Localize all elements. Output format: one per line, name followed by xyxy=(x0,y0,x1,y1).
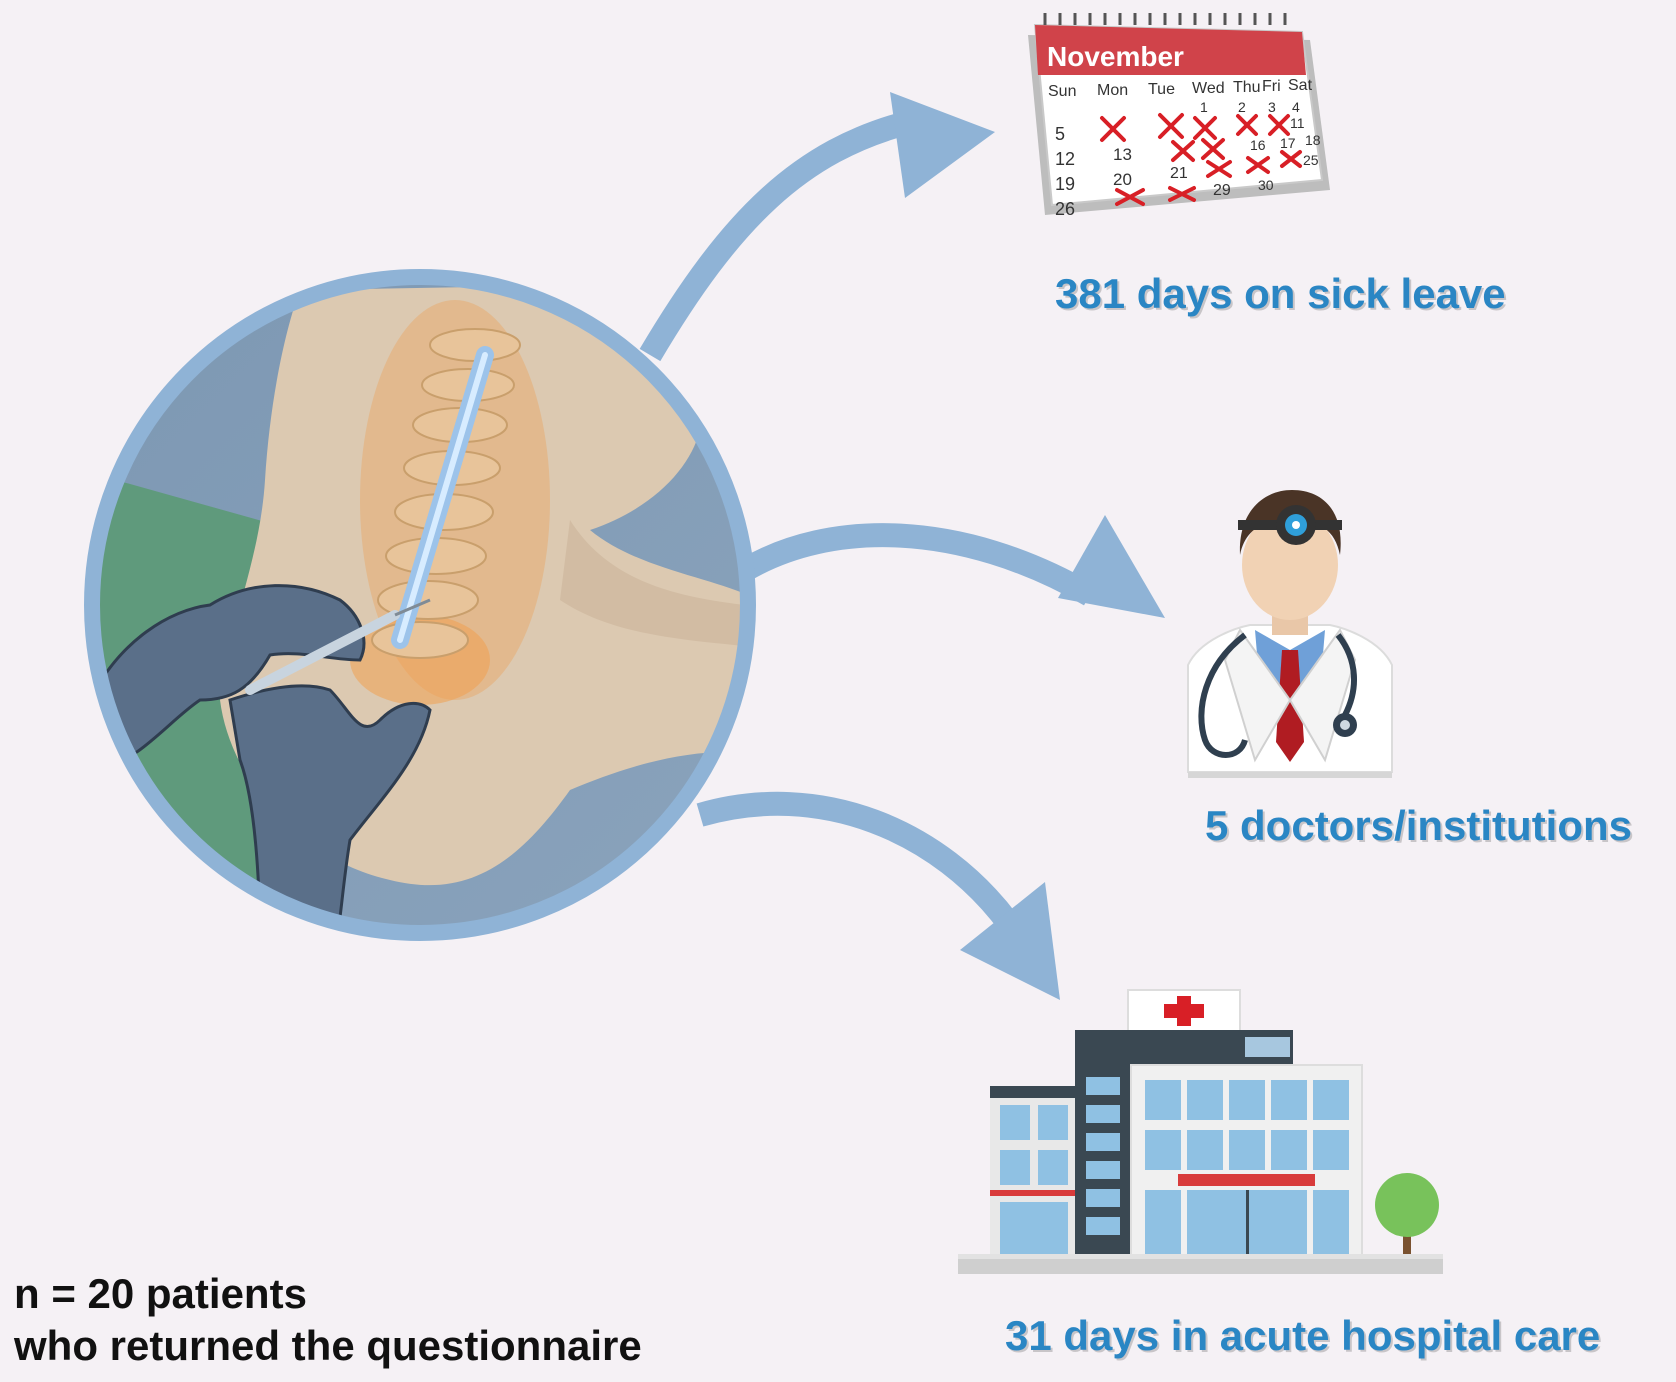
calendar-weekday: Tue xyxy=(1148,81,1175,98)
svg-text:30: 30 xyxy=(1258,177,1274,193)
svg-text:16: 16 xyxy=(1250,137,1266,153)
lumbar-injection-illustration xyxy=(84,269,756,941)
svg-text:29: 29 xyxy=(1213,182,1231,199)
sick-leave-label: 381 days on sick leave xyxy=(1055,270,1506,317)
svg-text:20: 20 xyxy=(1113,170,1132,189)
svg-text:12: 12 xyxy=(1055,149,1075,169)
svg-text:3: 3 xyxy=(1268,99,1276,115)
calendar-weekday: Mon xyxy=(1097,82,1128,99)
svg-text:5: 5 xyxy=(1055,124,1065,144)
sample-description-label: who returned the questionnaire xyxy=(14,1322,642,1369)
svg-text:26: 26 xyxy=(1055,199,1075,219)
svg-text:4: 4 xyxy=(1292,99,1300,115)
calendar-weekday: Wed xyxy=(1192,80,1225,97)
hospital-care-label: 31 days in acute hospital care xyxy=(1005,1312,1601,1359)
calendar-weekday: Fri xyxy=(1262,78,1281,95)
calendar-month: November xyxy=(1047,41,1184,72)
doctors-label: 5 doctors/institutions xyxy=(1205,802,1633,849)
svg-text:13: 13 xyxy=(1113,145,1132,164)
svg-text:19: 19 xyxy=(1055,174,1075,194)
calendar-weekday: Sat xyxy=(1288,77,1313,94)
svg-text:2: 2 xyxy=(1238,99,1246,115)
svg-text:11: 11 xyxy=(1290,115,1305,131)
doctor-icon xyxy=(1187,490,1393,778)
sample-size-label: n = 20 patients xyxy=(14,1270,307,1317)
hospital-icon xyxy=(958,989,1443,1274)
svg-text:1: 1 xyxy=(1200,99,1208,115)
svg-text:17: 17 xyxy=(1280,135,1296,151)
svg-text:25: 25 xyxy=(1303,152,1319,168)
arrow-to-doctors xyxy=(738,515,1165,618)
svg-text:18: 18 xyxy=(1305,132,1321,148)
svg-text:21: 21 xyxy=(1170,165,1188,182)
arrow-to-hospital xyxy=(696,791,1060,1000)
calendar-weekday: Sun xyxy=(1048,83,1076,100)
arrow-to-sick-leave xyxy=(639,92,995,362)
calendar-weekday: Thu xyxy=(1233,79,1261,96)
